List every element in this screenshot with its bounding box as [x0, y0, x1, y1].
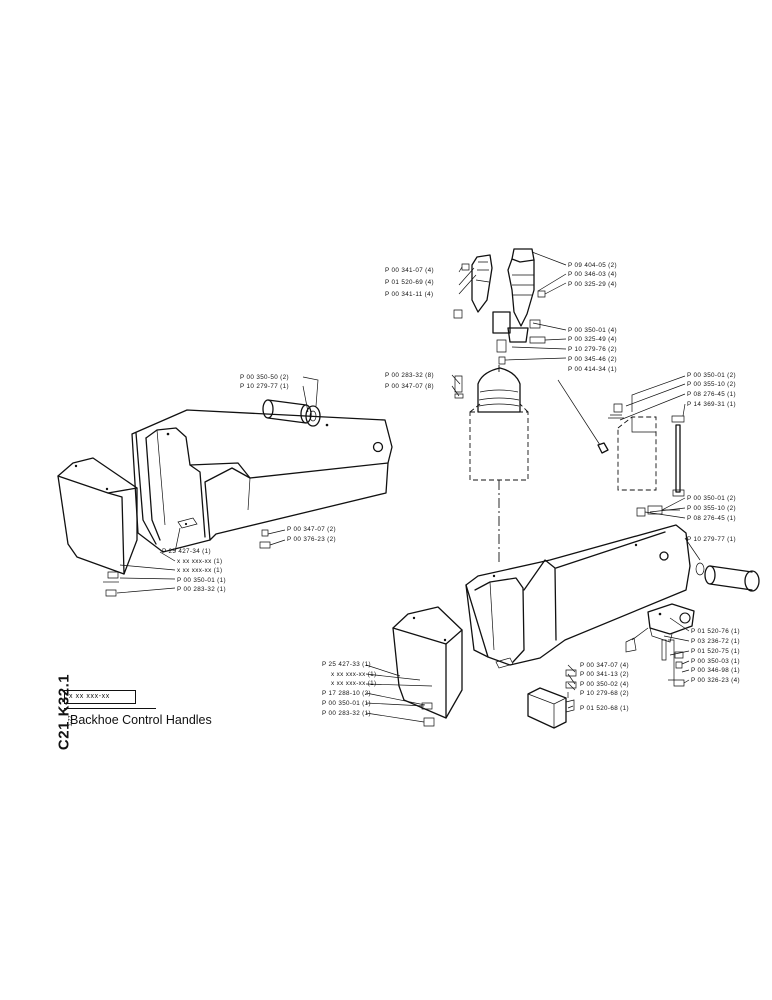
part-label: P 10 279-68 (2) — [580, 690, 629, 697]
joystick-assembly — [453, 248, 546, 365]
left-handle — [262, 399, 321, 427]
drawing-title: Backhoe Control Handles — [70, 713, 212, 727]
part-label: P 00 347-07 (4) — [580, 662, 629, 669]
part-label: P 00 347-07 (8) — [385, 383, 434, 390]
part-label: P 00 414-34 (1) — [568, 366, 617, 373]
part-label: P 00 283-32 (1) — [177, 586, 226, 593]
right-console-housing — [465, 524, 691, 669]
right-cover — [392, 606, 463, 727]
right-handle — [695, 562, 760, 592]
part-label: P 14 369-31 (1) — [687, 401, 736, 408]
part-label: P 17 288-10 (2) — [322, 690, 371, 697]
part-label: P 00 325-29 (4) — [568, 281, 617, 288]
part-label: P 00 326-23 (4) — [691, 677, 740, 684]
part-label: P 00 347-07 (2) — [287, 526, 336, 533]
part-label: P 03 236-72 (1) — [691, 638, 740, 645]
part-label: P 10 279-76 (2) — [568, 346, 617, 353]
part-label: x xx xxx-xx (1) — [177, 558, 223, 565]
part-label: P 00 350-02 (4) — [580, 681, 629, 688]
part-label: P 00 350-01 (4) — [568, 327, 617, 334]
left-console-housing — [131, 409, 393, 553]
part-label: P 00 355-10 (2) — [687, 381, 736, 388]
part-label: x xx xxx-xx (1) — [331, 680, 377, 687]
switch-plate — [625, 603, 695, 687]
part-label: P 00 346-98 (1) — [691, 667, 740, 674]
part-label: P 00 345-46 (2) — [568, 356, 617, 363]
part-label: P 01 520-68 (1) — [580, 705, 629, 712]
part-label: x xx xxx-xx (1) — [331, 671, 377, 678]
part-label: P 00 341-07 (4) — [385, 267, 434, 274]
mounting-bracket — [557, 379, 685, 517]
part-label: P 00 283-32 (8) — [385, 372, 434, 379]
part-label: P 00 325-49 (4) — [568, 336, 617, 343]
part-label: P 00 346-03 (4) — [568, 271, 617, 278]
part-label: P 10 279-77 (1) — [240, 383, 289, 390]
part-label: P 01 520-76 (1) — [691, 628, 740, 635]
rubber-boot — [454, 367, 529, 481]
part-label: P 09 404-05 (2) — [568, 262, 617, 269]
part-label: P 00 350-01 (2) — [687, 495, 736, 502]
part-label: P 25 427-33 (1) — [322, 661, 371, 668]
part-label: P 08 276-45 (1) — [687, 391, 736, 398]
part-label: P 01 520-75 (1) — [691, 648, 740, 655]
part-label: P 00 350-03 (1) — [691, 658, 740, 665]
small-bracket — [527, 669, 577, 729]
part-label: P 25 427-34 (1) — [162, 548, 211, 555]
part-label: P 00 350-50 (2) — [240, 374, 289, 381]
leader-lines — [116, 251, 701, 723]
part-label: P 00 350-01 (1) — [322, 700, 371, 707]
part-label: P 10 279-77 (1) — [687, 536, 736, 543]
part-label: P 00 355-10 (2) — [687, 505, 736, 512]
part-label: P 00 283-32 (1) — [322, 710, 371, 717]
part-label: x xx xxx-xx (1) — [177, 567, 223, 574]
part-label: P 01 520-69 (4) — [385, 279, 434, 286]
part-label: P 00 350-01 (2) — [687, 372, 736, 379]
part-label: P 08 276-45 (1) — [687, 515, 736, 522]
part-label: P 00 376-23 (2) — [287, 536, 336, 543]
left-cover — [57, 457, 138, 597]
reference-box: x xx xxx-xx — [64, 690, 136, 704]
title-rule — [64, 708, 156, 709]
part-label: P 00 341-13 (2) — [580, 671, 629, 678]
part-label: P 00 350-01 (1) — [177, 577, 226, 584]
part-label: P 00 341-11 (4) — [385, 291, 434, 298]
